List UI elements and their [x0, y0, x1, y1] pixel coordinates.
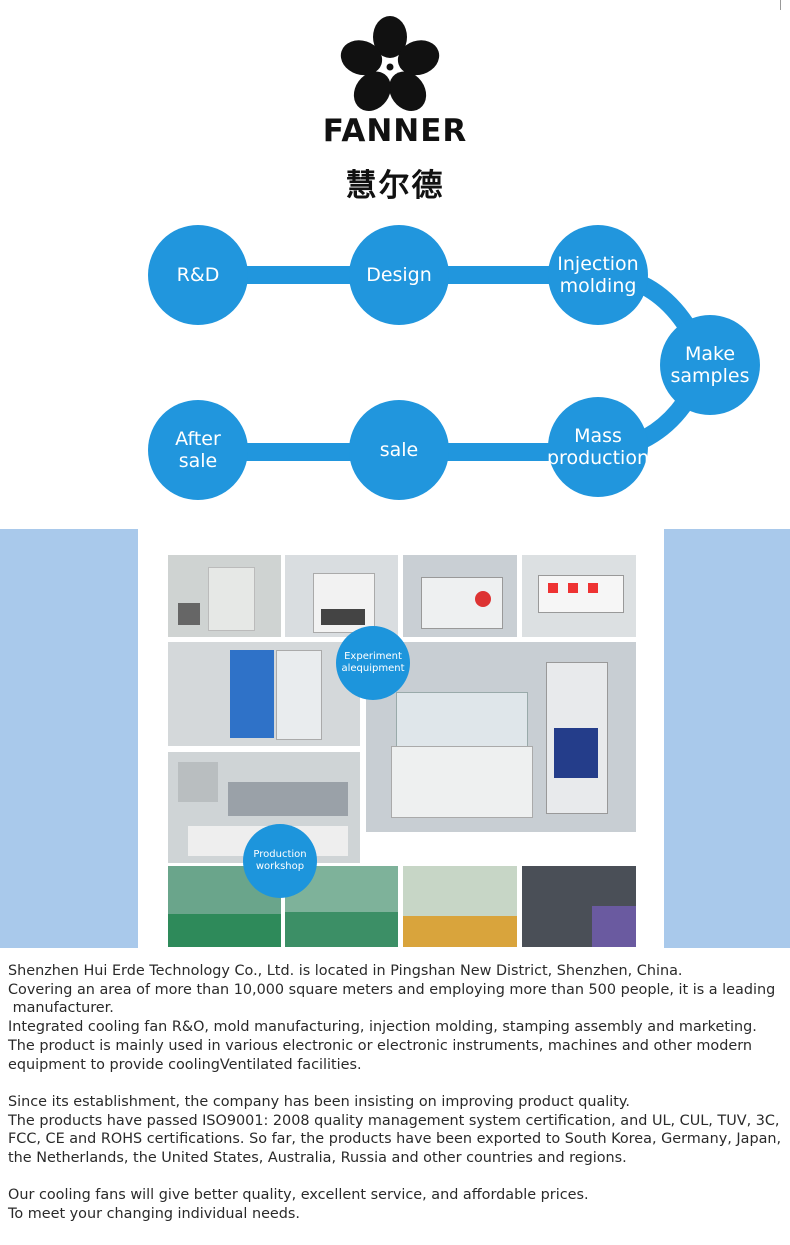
wind-tunnel-photo: [403, 555, 517, 637]
step-after-sale: After sale: [148, 400, 248, 500]
lab-room-photo: [168, 555, 281, 637]
description-line: To meet your changing individual needs.: [8, 1206, 300, 1223]
company-description: Shenzhen Hui Erde Technology Co., Ltd. i…: [8, 962, 790, 1224]
description-line: Integrated cooling fan R&O, mold manufac…: [8, 1019, 757, 1036]
description-line: equipment to provide coolingVentilated f…: [8, 1056, 362, 1073]
corner-divider: [780, 0, 781, 10]
description-line: The product is mainly used in various el…: [8, 1037, 752, 1054]
fan-test-rig-photo: [366, 642, 636, 832]
step-design: Design: [349, 225, 449, 325]
paragraph-gap: [8, 1168, 790, 1187]
step-mass-production: Mass production: [547, 397, 649, 497]
paragraph-gap: [8, 1074, 790, 1093]
five-petal-flower-icon: [340, 16, 440, 111]
step-sale: sale: [349, 400, 449, 500]
description-line: Our cooling fans will give better qualit…: [8, 1187, 589, 1204]
description-line: FCC, CE and ROHS certifications. So far,…: [8, 1131, 782, 1148]
brand-name: FANNER: [322, 113, 468, 149]
description-line: Covering an area of more than 10,000 squ…: [8, 981, 776, 998]
description-line: manufacturer.: [8, 1000, 114, 1017]
climate-chamber-photo: [168, 642, 360, 746]
description-line: The products have passed ISO9001: 2008 q…: [8, 1112, 780, 1129]
step-r-and-d: R&D: [148, 225, 248, 325]
experiment-equipment-badge: Experiment alequipment: [336, 626, 410, 700]
workshop-photo-1: [168, 866, 281, 947]
workshop-photo-3: [403, 866, 517, 947]
workshop-photo-4: [522, 866, 636, 947]
brand-header: FANNER 慧尔德: [0, 0, 790, 210]
side-panel-right: [664, 529, 790, 948]
test-chamber-photo: [285, 555, 398, 637]
process-flow: R&D Design Injection molding Make sample…: [0, 215, 790, 515]
description-line: the Netherlands, the United States, Aust…: [8, 1150, 627, 1167]
production-workshop-badge: Production workshop: [243, 824, 317, 898]
step-make-samples: Make samples: [660, 315, 760, 415]
factory-photo-collage: Experiment alequipment Production worksh…: [147, 529, 657, 949]
description-line: Shenzhen Hui Erde Technology Co., Ltd. i…: [8, 963, 683, 979]
control-panel-photo: [522, 555, 636, 637]
description-line: Since its establishment, the company has…: [8, 1093, 630, 1110]
side-panel-left: [0, 529, 138, 948]
brand-chinese-name: 慧尔德: [345, 168, 445, 204]
step-injection-molding: Injection molding: [548, 225, 648, 325]
